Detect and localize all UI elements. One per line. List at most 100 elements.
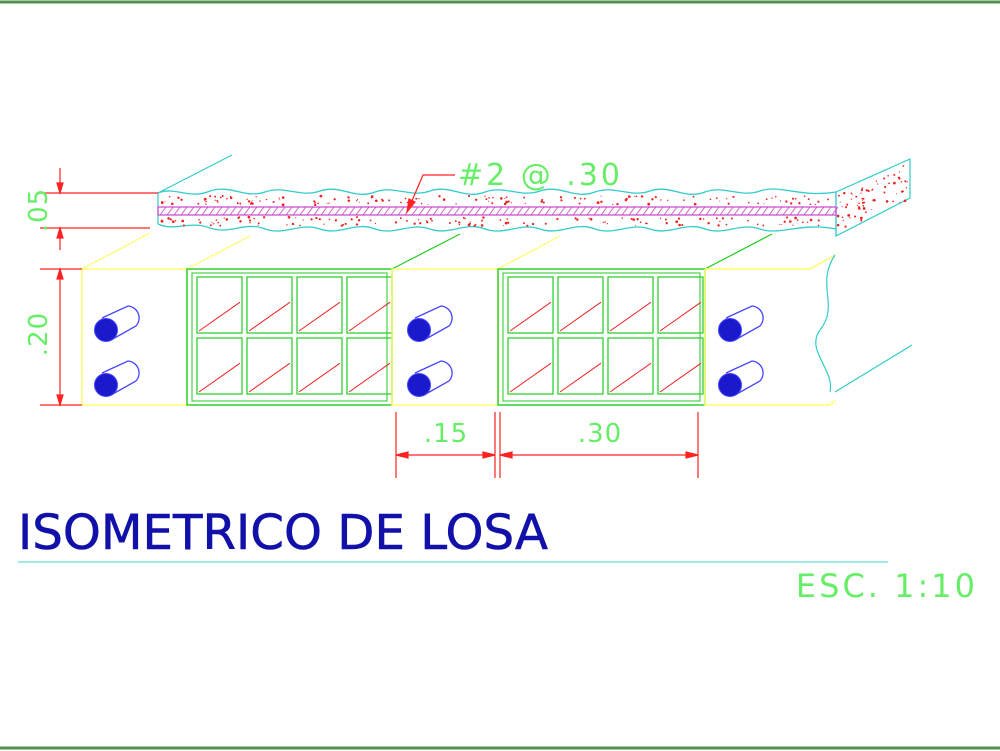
speckle — [438, 195, 441, 198]
rebar-hatch-line — [628, 206, 636, 216]
block-cell — [296, 276, 343, 334]
speckle — [602, 221, 604, 223]
speckle — [381, 198, 383, 201]
speckle — [415, 197, 418, 200]
speckle — [858, 202, 860, 205]
speckle — [606, 223, 609, 225]
speckle — [487, 200, 489, 202]
rebar-hatch-line — [705, 206, 713, 216]
rebar-hatch-line — [467, 206, 475, 216]
topping-back-left — [157, 154, 233, 194]
speckle — [318, 218, 321, 221]
speckle — [897, 176, 901, 179]
block-cell — [246, 276, 293, 334]
rebar-hatch-line — [418, 206, 426, 216]
speckle — [850, 198, 853, 200]
block-2-top — [704, 233, 773, 270]
speckle — [893, 181, 896, 185]
joist-3 — [704, 254, 913, 406]
speckle — [675, 220, 679, 224]
speckle — [236, 201, 239, 204]
speckle — [169, 218, 172, 221]
rebar-hatch-line — [390, 206, 398, 216]
speckle — [560, 199, 563, 202]
speckle — [492, 196, 494, 199]
speckle — [785, 200, 788, 203]
speckle — [847, 214, 851, 217]
cell-hatch — [659, 301, 702, 332]
block-cell — [196, 337, 243, 395]
rebar-hatch-line — [285, 206, 293, 216]
speckle — [798, 202, 801, 205]
speckle — [237, 217, 240, 220]
rebar-hatch-line — [649, 206, 657, 216]
block-1-top — [391, 233, 461, 270]
speckle — [709, 198, 712, 201]
speckle — [491, 202, 494, 205]
speckle — [488, 197, 490, 199]
speckle — [404, 197, 407, 200]
rebar-hatch-line — [551, 206, 559, 216]
rebar-hatch-line — [579, 206, 587, 216]
rebar-hatch-line — [775, 206, 783, 216]
speckle — [328, 202, 330, 204]
speckle — [862, 197, 865, 200]
speckle — [399, 217, 402, 220]
cell-hatch — [659, 362, 702, 393]
speckle — [660, 199, 662, 201]
speckle — [180, 198, 183, 201]
block-cell — [507, 276, 554, 334]
speckle — [295, 217, 297, 219]
speckle — [860, 192, 862, 194]
speckle — [462, 216, 465, 219]
speckle — [576, 218, 579, 221]
speckle — [884, 185, 887, 189]
cell-hatch — [248, 362, 291, 393]
speckle — [857, 206, 861, 209]
speckle — [836, 223, 840, 227]
speckle — [427, 204, 429, 205]
speckle — [442, 198, 446, 201]
rebar-hatch-line — [586, 206, 594, 216]
speckle — [862, 207, 866, 210]
speckle — [600, 200, 603, 204]
rebar-hatch-line — [215, 206, 223, 216]
rebar-hatch-line — [663, 206, 671, 216]
cell-hatch — [198, 301, 241, 332]
speckle — [506, 218, 509, 220]
speckle — [803, 195, 806, 198]
speckle — [323, 223, 325, 225]
speckle — [526, 224, 529, 227]
speckle — [632, 218, 636, 221]
speckle — [259, 200, 261, 202]
speckle — [860, 189, 863, 192]
speckle — [458, 224, 461, 226]
rebar-hatch-line — [271, 206, 279, 216]
rebar-section-icon — [94, 373, 118, 397]
speckle — [905, 187, 908, 189]
speckle — [628, 195, 631, 198]
speckle — [347, 196, 350, 199]
rebar-section-icon — [407, 373, 431, 397]
speckle — [756, 223, 759, 226]
speckle — [286, 224, 288, 226]
speckle — [841, 216, 844, 218]
rebar-hatch-line — [761, 206, 769, 216]
rebar-note: #2 @ .30 — [458, 158, 623, 193]
rebar-hatch-line — [523, 206, 531, 216]
speckle — [683, 199, 685, 201]
speckle — [861, 187, 864, 190]
speckle — [171, 220, 175, 224]
speckle — [484, 195, 486, 197]
rebar-hatch-line — [502, 206, 510, 216]
speckle — [903, 199, 907, 203]
speckle — [841, 206, 843, 208]
speckle — [502, 225, 504, 227]
rebar-hatch-line — [796, 206, 804, 216]
rebar-hatch-line — [292, 206, 300, 216]
speckle — [634, 195, 636, 198]
speckle — [326, 202, 328, 204]
speckle — [217, 201, 219, 203]
speckle — [198, 218, 200, 221]
cell-hatch — [509, 301, 552, 332]
